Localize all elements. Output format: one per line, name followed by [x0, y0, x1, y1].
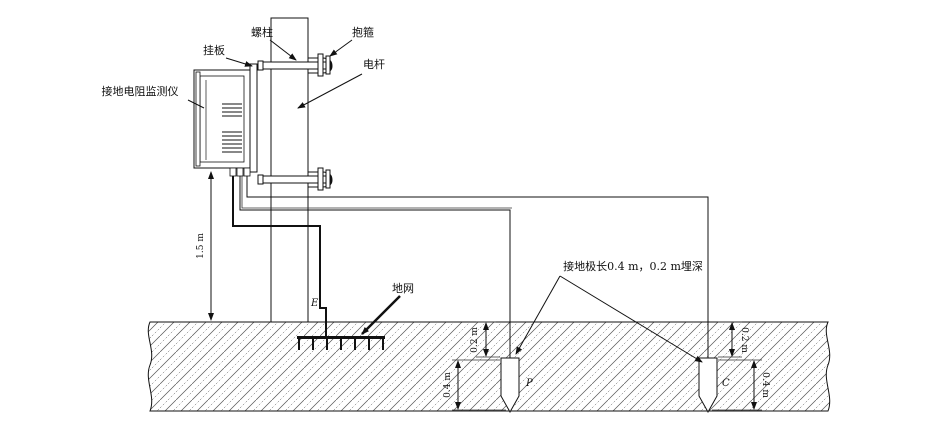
label-monitor: 接地电阻监测仪 — [102, 85, 205, 109]
dimension-1-5m-label: 1.5 m — [196, 233, 206, 259]
label-ground-net-text: 地网 — [392, 282, 414, 295]
marker-p: P — [525, 378, 533, 389]
label-screw-post-text: 螺柱 — [251, 25, 273, 39]
pole-clamp-bottom — [257, 167, 333, 191]
monitor-vent-upper — [222, 103, 242, 117]
pole-clamp-top — [257, 53, 333, 77]
dimension-p-depth-label: 0.2 m — [470, 327, 480, 353]
wire-e — [232, 176, 327, 322]
ground-soil — [147, 321, 831, 412]
ground-net — [297, 322, 385, 350]
dimension-p-length-label: 0.4 m — [443, 372, 453, 398]
dimension-1-5m: 1.5 m — [196, 171, 214, 321]
electrode-p — [500, 357, 520, 414]
monitor-connectors — [229, 167, 251, 177]
label-monitor-text: 接地电阻监测仪 — [102, 85, 179, 98]
marker-e: E — [310, 298, 319, 309]
wire-p — [239, 176, 512, 358]
label-hanging-plate: 挂板 — [203, 43, 253, 67]
label-screw-post: 螺柱 — [251, 25, 297, 61]
dimension-c-length: 0.4 m — [712, 359, 770, 411]
label-electrode-note: 接地极长0.4 m，0.2 m埋深 — [515, 259, 703, 363]
ground-resistance-monitor — [193, 69, 251, 177]
label-clamp-text: 抱箍 — [352, 25, 374, 39]
dimension-c-depth-label: 0.2 m — [739, 327, 749, 353]
label-ground-net: 地网 — [361, 282, 414, 335]
dimension-c-depth: 0.2 m — [718, 321, 749, 358]
dimension-p-depth: 0.2 m — [470, 321, 500, 358]
label-clamp: 抱箍 — [329, 25, 374, 57]
hanging-plate — [249, 63, 258, 173]
monitor-vent-lower — [222, 131, 242, 153]
label-electrode-note-text: 接地极长0.4 m，0.2 m埋深 — [563, 259, 703, 273]
wire-c — [246, 176, 709, 358]
dimension-p-length: 0.4 m — [443, 359, 506, 411]
label-hanging-plate-text: 挂板 — [203, 43, 225, 57]
label-pole-text: 电杆 — [363, 57, 385, 71]
marker-c: C — [722, 378, 730, 389]
dimension-c-length-label: 0.4 m — [760, 372, 770, 398]
label-pole: 电杆 — [297, 57, 385, 109]
electrode-c — [698, 357, 718, 414]
